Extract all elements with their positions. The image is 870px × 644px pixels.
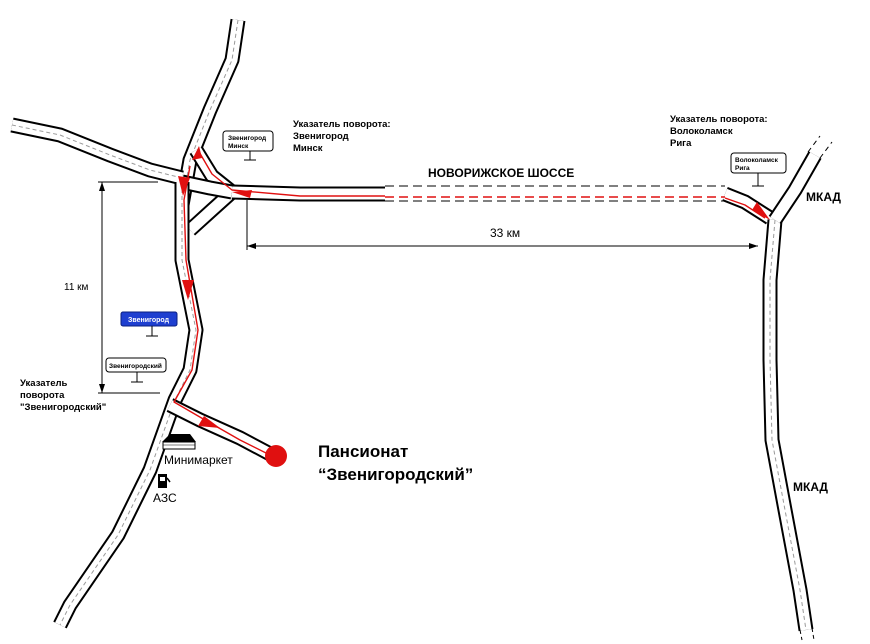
sign-caption: Указатель поворота: xyxy=(670,114,768,125)
sign-text: Рига xyxy=(735,165,750,172)
destination-name: Пансионат xyxy=(318,442,408,461)
dimension-33km: 33 км xyxy=(246,200,758,250)
route-arrow xyxy=(178,176,190,196)
mkad-label-top: МКАД xyxy=(806,190,841,204)
route-arrow xyxy=(182,280,194,300)
destination-marker[interactable] xyxy=(265,445,287,467)
road-mkad xyxy=(762,135,833,641)
sign-caption: Указатель xyxy=(20,378,68,389)
road-highway xyxy=(231,184,775,225)
sign-caption: Звенигород xyxy=(293,131,349,142)
sign-text: Минск xyxy=(228,143,249,150)
sign-text: Звенигородский xyxy=(109,362,162,370)
sign-caption: поворота xyxy=(20,390,65,401)
mkad-label-bottom: МКАД xyxy=(793,480,828,494)
interchange xyxy=(180,146,238,236)
sign-east-turn: Волоколамск Рига Указатель поворота: Вол… xyxy=(670,114,787,187)
sign-caption: Волоколамск xyxy=(670,126,733,137)
minimarket-label: Минимаркет xyxy=(164,453,233,467)
sign-caption: "Звенигородский" xyxy=(20,402,106,413)
sign-blue: Звенигород xyxy=(120,311,178,337)
sign-text: Звенигород xyxy=(228,135,266,142)
route-arrow xyxy=(752,202,770,220)
destination-name-2: “Звенигородский” xyxy=(318,465,473,484)
fuel-pump-icon xyxy=(158,474,171,488)
distance-11km: 11 км xyxy=(64,282,89,293)
sign-caption: Минск xyxy=(293,143,323,154)
dimension-11km: 11 км xyxy=(64,181,160,394)
route-arrow xyxy=(198,416,220,428)
sign-west-turn: Звенигород Минск Указатель поворота: Зве… xyxy=(222,119,391,161)
sign-zvenigorodsky: Звенигородский Указатель поворота "Звени… xyxy=(20,357,167,413)
gas-station-label: АЗС xyxy=(153,491,177,505)
sign-caption: Указатель поворота: xyxy=(293,119,391,130)
sign-text: Звенигород xyxy=(128,317,170,324)
poi-gas-station[interactable]: АЗС xyxy=(153,474,177,505)
route xyxy=(173,146,770,457)
highway-label: НОВОРИЖСКОЕ ШОССЕ xyxy=(428,166,574,180)
poi-minimarket[interactable]: Минимаркет xyxy=(162,434,233,467)
sign-caption: Рига xyxy=(670,138,692,149)
route-arrow xyxy=(192,146,202,160)
road-west xyxy=(10,117,184,186)
roads xyxy=(10,18,833,641)
distance-33km: 33 км xyxy=(490,226,520,240)
shop-icon xyxy=(162,434,196,450)
sign-text: Волоколамск xyxy=(735,157,779,164)
road-north xyxy=(174,18,246,207)
route-arrow xyxy=(232,190,252,198)
